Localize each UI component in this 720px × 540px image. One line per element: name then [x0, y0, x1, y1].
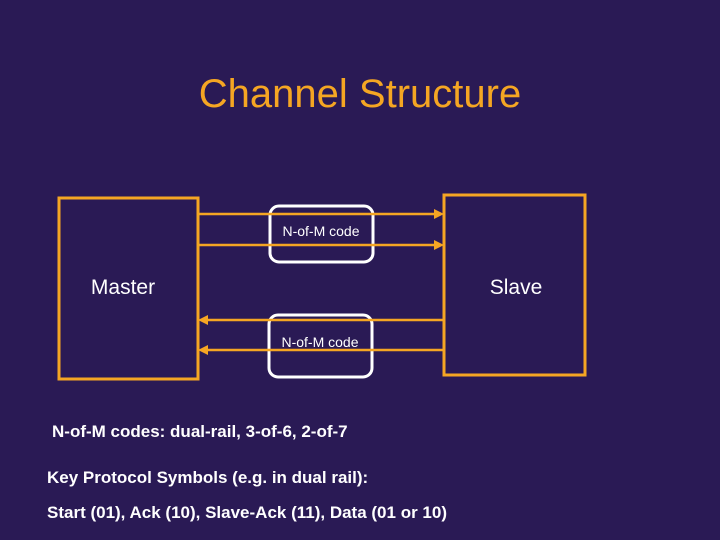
bullet-key-symbols: Key Protocol Symbols (e.g. in dual rail)…	[47, 468, 369, 487]
reverse-arrowhead-bottom	[198, 345, 208, 355]
forward-channel-label: N-of-M code	[282, 223, 359, 239]
slave-box	[442, 193, 587, 377]
forward-channel-box	[268, 204, 375, 264]
slide-title: Channel Structure	[198, 72, 522, 116]
slave-label: Slave	[490, 276, 543, 299]
bullet-codes: N-of-M codes: dual-rail, 3-of-6, 2-of-7	[52, 422, 348, 441]
reverse-channel-label: N-of-M code	[281, 334, 358, 350]
forward-arrowhead-bottom	[434, 240, 444, 250]
bullet-symbol-list: Start (01), Ack (10), Slave-Ack (11), Da…	[47, 503, 447, 522]
forward-arrowhead-top	[434, 209, 444, 219]
reverse-arrowhead-top	[198, 315, 208, 325]
master-box	[57, 196, 200, 381]
reverse-channel-box	[267, 313, 374, 379]
master-label: Master	[91, 276, 155, 299]
